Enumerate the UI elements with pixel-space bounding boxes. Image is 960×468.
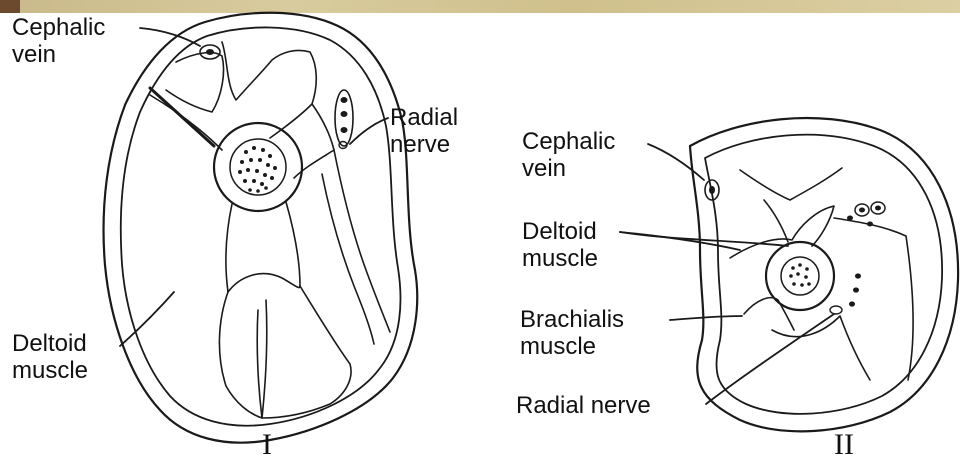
deltoid-wedge-II — [730, 206, 834, 258]
cephalic-vein-vessel-I — [200, 45, 220, 59]
lower-compartment-II — [772, 316, 870, 380]
label-line: Cephalic — [12, 14, 105, 41]
humerus-bone-outer-I — [214, 123, 302, 211]
radial-nerve-leader-I — [350, 118, 388, 144]
inner-fascia-outline-II — [705, 135, 942, 414]
label-line: Brachialis — [520, 306, 624, 333]
nerve-double-line-I — [150, 88, 214, 146]
humerus-bone-inner-I — [230, 139, 286, 195]
label-radial-nerve-I: Radial nerve — [390, 104, 458, 158]
label-radial-nerve-II: Radial nerve — [516, 392, 651, 419]
label-line: vein — [12, 41, 56, 68]
label-line: muscle — [12, 357, 88, 384]
posterior-compartment-left-I — [219, 292, 262, 418]
central-septum-II — [764, 200, 788, 242]
inner-fascia-outline-I — [121, 27, 401, 425]
triceps-septum-I — [228, 274, 300, 292]
cross-section-I — [104, 13, 418, 443]
bone-marrow-dots-I — [238, 146, 277, 193]
humerus-bone-outer-II — [766, 242, 834, 310]
bone-stalk-I — [226, 202, 300, 292]
right-septum-II — [834, 218, 913, 380]
upper-left-compartment-I — [166, 53, 224, 112]
label-line: muscle — [520, 333, 596, 360]
brachialis-wedge-II — [744, 298, 794, 330]
radial-nerve-leader-II — [706, 314, 834, 404]
label-line: vein — [522, 155, 566, 182]
label-cephalic-vein-I: Cephalic vein — [12, 14, 105, 68]
cross-section-II — [620, 118, 958, 431]
lateral-septum-inner-I — [322, 174, 374, 344]
figure-numeral-I: I — [262, 428, 272, 462]
cephalic-vein-leader-II — [648, 144, 704, 180]
outer-skin-outline-II — [690, 118, 958, 431]
label-brachialis-muscle-II: Brachialis muscle — [520, 306, 624, 360]
label-deltoid-muscle-I: Deltoid muscle — [12, 330, 88, 384]
label-line: nerve — [390, 131, 450, 158]
humerus-bone-inner-II — [781, 257, 819, 295]
label-cephalic-vein-II: Cephalic vein — [522, 128, 615, 182]
label-deltoid-muscle-II: Deltoid muscle — [522, 218, 598, 272]
label-line: Radial — [390, 104, 458, 131]
label-line: Deltoid — [12, 330, 87, 357]
figure-numeral-II: II — [834, 428, 854, 462]
upper-compartment-II — [740, 168, 842, 200]
label-line: Radial nerve — [516, 392, 651, 419]
label-line: muscle — [522, 245, 598, 272]
bone-marrow-dots-II — [789, 263, 811, 287]
label-line: Deltoid — [522, 218, 597, 245]
posterior-compartment-right-I — [262, 286, 351, 418]
label-line: Cephalic — [522, 128, 615, 155]
brachialis-muscle-leader-II — [670, 316, 742, 320]
deltoid-muscle-leader-I — [120, 292, 174, 346]
radial-nerve-vessels-I — [335, 90, 353, 149]
